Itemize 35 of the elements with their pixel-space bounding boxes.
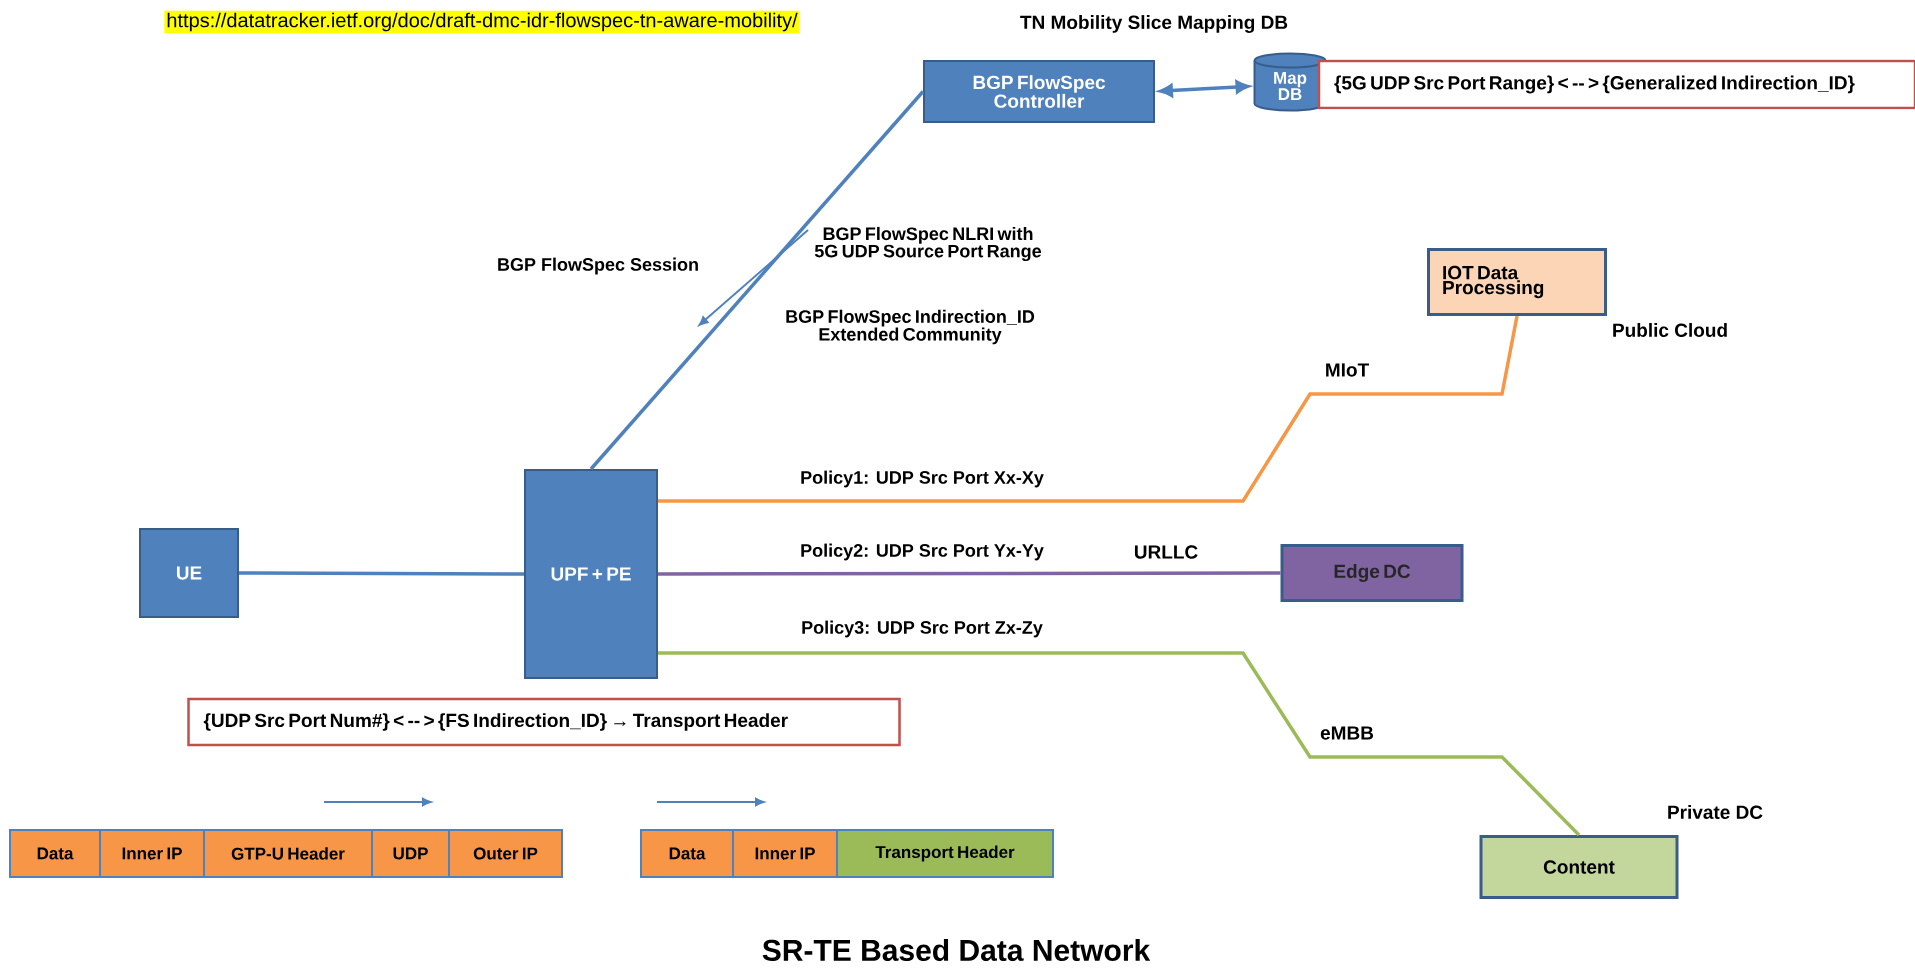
edge-label: Policy3: UDP Src Port Zx-Zy (800, 619, 1044, 639)
header-cell: Transport Header (836, 829, 1054, 878)
caption-text: Private DC (1668, 805, 1763, 819)
slice-label: eMBB (1320, 726, 1374, 740)
header-cell: Inner IP (99, 829, 205, 878)
connector-line (658, 571, 1281, 576)
controller-box: BGP FlowSpec Controller (923, 60, 1155, 123)
caption-text: Public Cloud (1613, 323, 1727, 337)
header-cell: Outer IP (448, 829, 563, 878)
device-box: UE (139, 528, 239, 618)
database-cylinder: Map DB (1253, 52, 1327, 112)
connector-line (658, 315, 1519, 503)
edge-label: Policy1: UDP Src Port Xx-Xy (799, 469, 1045, 489)
header-cell: Inner IP (732, 829, 838, 878)
datacenter-box: Edge DC (1280, 544, 1464, 602)
edge-label: BGP FlowSpec Session (496, 256, 701, 276)
header-cell: Data (9, 829, 101, 878)
title: SR-TE Based Data Network (762, 939, 1151, 961)
gateway-box: UPF + PE (524, 469, 658, 679)
process-box: IOT Data Processing (1427, 248, 1607, 316)
mapping-box: {UDP Src Port Num#} < -- > {FS Indirection_ID} → Transport Header (187, 697, 901, 747)
caption-text: TN Mobility Slice Mapping DB (1020, 15, 1288, 33)
datacenter-box: Content (1479, 835, 1679, 899)
connector-line (239, 571, 524, 576)
annotation-text: BGP FlowSpec Indirection_ID Extended Community (786, 309, 1035, 345)
connector-line (658, 651, 1581, 837)
connector-line (589, 90, 925, 471)
url-text: https://datatracker.ietf.org/doc/draft-dmc-idr-flowspec-tn-aware-mobility/ (164, 10, 800, 34)
header-cell: Data (640, 829, 734, 878)
annotation-text: BGP FlowSpec NLRI with 5G UDP Source Port Range (814, 226, 1042, 262)
mapping-box: {5G UDP Src Port Range} < -- > {Generalized Indirection_ID} (1317, 59, 1915, 110)
edge-label: Policy2: UDP Src Port Yx-Yy (799, 542, 1045, 562)
slice-label: MIoT (1326, 363, 1369, 377)
slice-label: URLLC (1134, 545, 1198, 559)
header-cell: UDP (371, 829, 450, 878)
